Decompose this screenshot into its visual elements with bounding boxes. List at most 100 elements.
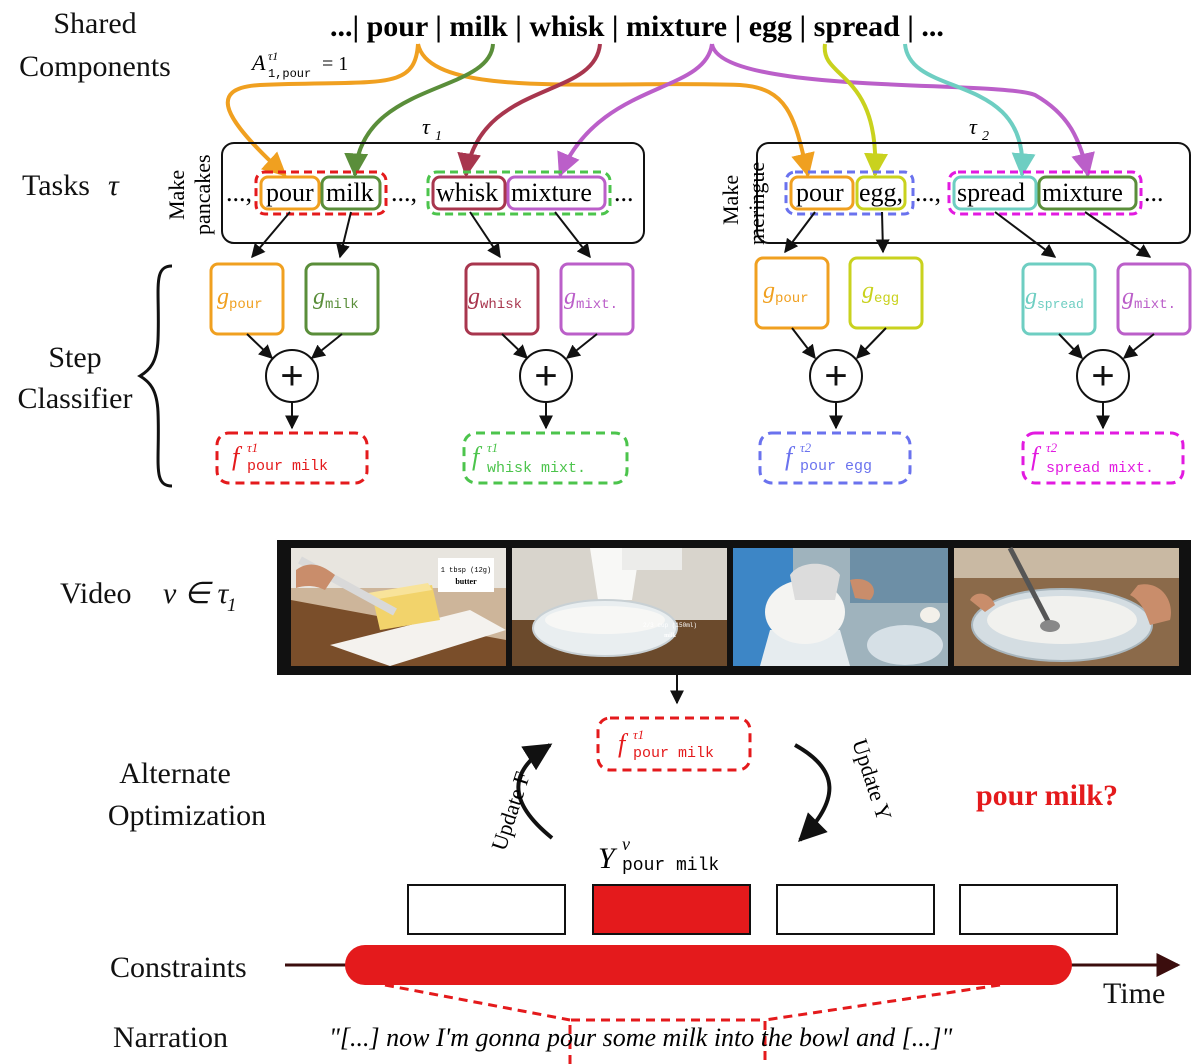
step-whisk-mixt: f τ1 whisk mixt. (472, 440, 586, 477)
task1-mid: ..., (391, 178, 417, 207)
edge-pour-task1 (225, 43, 420, 177)
step-box-whisk-mixt (462, 431, 629, 485)
sum-symbol-2: + (534, 357, 558, 402)
svg-text:pour egg: pour egg (800, 458, 872, 475)
edge-g-pour2-to-sum3 (791, 327, 816, 360)
svg-text:τ1: τ1 (247, 440, 258, 455)
svg-text:pour milk: pour milk (633, 745, 714, 762)
y-segment-2-active (592, 884, 751, 935)
task1-word-pour: pour (266, 178, 314, 207)
task2-step1-box (784, 170, 915, 216)
svg-text:butter: butter (455, 577, 477, 586)
y-segment-4 (959, 884, 1118, 935)
classifier-spread: gspread (1025, 284, 1084, 312)
sum-symbol-4: + (1091, 357, 1115, 402)
edge-task2-mixture-to-g (1084, 211, 1152, 258)
step-spread-mixt: f τ2 spread mixt. (1031, 440, 1154, 477)
edge-g-pour-to-sum1 (246, 333, 274, 359)
svg-text:f: f (618, 729, 629, 758)
step-pour-milk: f τ1 pour milk (232, 440, 328, 475)
narration-highlight: pour some milk (545, 1023, 708, 1052)
edge-whisk-task1 (457, 43, 602, 178)
classifier-mixt-2: gmixt. (1122, 284, 1176, 313)
task1-word-milk: milk (326, 178, 374, 207)
edge-egg-task2 (822, 43, 889, 178)
svg-text:τ2: τ2 (800, 440, 812, 455)
classifier-whisk: gwhisk (468, 284, 522, 313)
task1-symbol-sub: 1 (435, 129, 442, 144)
svg-text:pancakes: pancakes (190, 154, 215, 235)
video-expression-sub: 1 (227, 595, 237, 616)
task1-lead: ..., (226, 178, 252, 207)
classifier-milk: gmilk (313, 284, 359, 313)
svg-text:f: f (785, 442, 796, 471)
task1-word-mixture: mixture (511, 178, 592, 207)
component-pour: pour (367, 10, 428, 43)
task2-word-mixture-box (1037, 175, 1138, 211)
update-y-label: Update Y (847, 736, 897, 824)
task1-step1-box (254, 170, 388, 216)
task2-word-spread-box (952, 175, 1038, 211)
time-label: Time (1103, 977, 1165, 1010)
video-frame-4 (954, 546, 1179, 666)
svg-text:whisk mixt.: whisk mixt. (487, 460, 586, 477)
tasks-label: Tasks (22, 169, 90, 202)
edge-pour-task2 (416, 43, 815, 178)
task2-word-egg-box (855, 175, 907, 211)
edge-g-spread-to-sum4 (1058, 333, 1083, 360)
components-line: ...| pour | milk | whisk | mixture | egg… (330, 10, 944, 43)
annotation-a: A τ1 1,pour = 1 (250, 49, 348, 81)
video-frame-2: 2/3 cup (150ml) milk (512, 548, 727, 666)
classifier-pour-1: gpour (217, 284, 263, 313)
svg-text:pour milk: pour milk (622, 856, 719, 876)
component-egg: egg (749, 10, 792, 43)
task2-word-pour: pour (796, 178, 844, 207)
task1-word-mixture-box (506, 175, 607, 211)
edge-g-egg-to-sum3 (856, 327, 887, 360)
component-milk: milk (449, 10, 508, 43)
svg-text:milk: milk (664, 633, 676, 639)
step-label-line1: Step (48, 341, 101, 374)
edge-g-mixt-to-sum2 (565, 333, 598, 359)
task1-symbol: τ (422, 114, 431, 139)
shared-label-line1: Shared (53, 7, 136, 40)
svg-text:A: A (250, 50, 266, 75)
constraints-label: Constraints (110, 951, 247, 984)
step-pour-egg: f τ2 pour egg (785, 440, 872, 475)
svg-text:Make: Make (164, 170, 189, 220)
edge-task2-pour-to-g (784, 211, 816, 254)
edge-spread-task2 (903, 43, 1036, 178)
task2-box (756, 142, 1191, 244)
task1-step2-box (426, 170, 612, 216)
opt-step-box (596, 716, 752, 772)
alternate-label-line1: Alternate (119, 757, 231, 790)
update-f-arrow (516, 743, 554, 840)
svg-text:1 tbsp (12g): 1 tbsp (12g) (441, 567, 491, 575)
svg-text:τ2: τ2 (1046, 440, 1058, 455)
task2-step2-box (947, 170, 1143, 216)
video-label: Video (60, 577, 132, 610)
update-y-arrow (794, 743, 832, 842)
step-box-pour-egg (758, 431, 912, 485)
task2-tail: ... (1144, 178, 1164, 207)
svg-text:f: f (232, 442, 243, 471)
task2-word-spread: spread (957, 178, 1025, 207)
task2-word-mixture: mixture (1042, 178, 1123, 207)
video-expression: v ∈ τ (163, 577, 229, 610)
sum-symbol-3: + (824, 357, 848, 402)
svg-text:Y: Y (598, 842, 618, 875)
svg-text:pour milk: pour milk (247, 458, 328, 475)
question-label: pour milk? (976, 779, 1118, 812)
video-frame-1: 1 tbsp (12g) butter (291, 548, 506, 666)
task2-word-pour-box (789, 175, 855, 211)
y-segment-3 (776, 884, 935, 935)
step-box-spread-mixt (1021, 431, 1185, 485)
constraint-window (345, 945, 1072, 985)
classifier-mixt-1: gmixt. (564, 284, 618, 313)
task1-word-milk-box (320, 175, 382, 211)
edge-task1-pour-to-g (251, 211, 291, 259)
edge-task2-egg-to-g (875, 211, 890, 254)
svg-text:v: v (622, 834, 630, 854)
y-segment-1 (407, 884, 566, 935)
